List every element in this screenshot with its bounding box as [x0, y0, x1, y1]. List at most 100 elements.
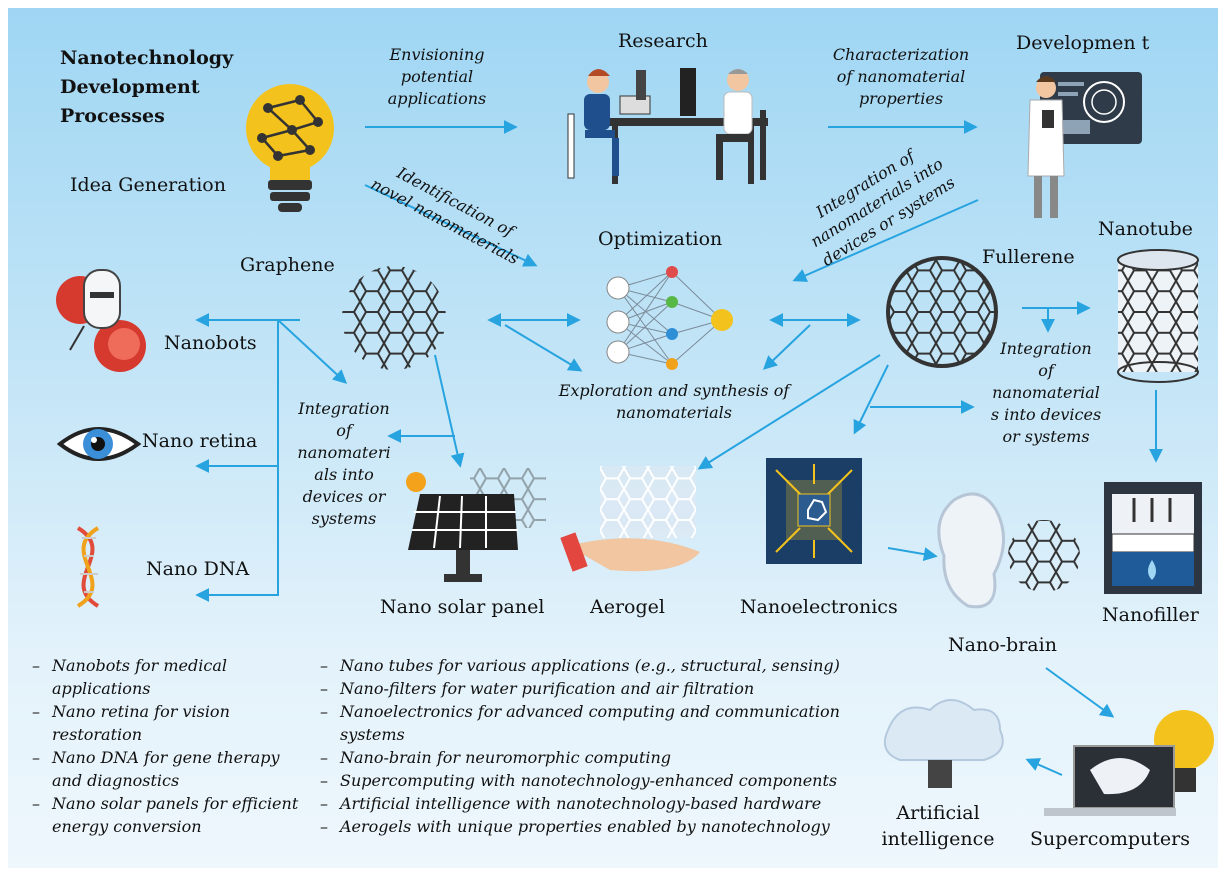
label-line: applications: [387, 89, 487, 108]
stage-research-label: Research: [618, 30, 708, 52]
label-line: nanomaterials: [615, 403, 733, 422]
list-item-text: restoration: [52, 725, 143, 744]
label-line: Characterization: [832, 45, 970, 64]
graphene-icon: [342, 266, 446, 370]
list-item-text: energy conversion: [52, 817, 202, 836]
list-item: –Nano retina for vision restoration: [32, 700, 322, 746]
bullet-dash: –: [320, 771, 328, 790]
label-characterization: Characterization of nanomaterial propert…: [826, 44, 976, 110]
list-item-text: Nanoelectronics for advanced computing a…: [340, 702, 840, 721]
arrow-graphene-exploration: [504, 324, 583, 372]
label-line: Envisioning: [389, 45, 485, 64]
label-line: properties: [858, 89, 944, 108]
label-envisioning: Envisioning potential applications: [385, 44, 489, 110]
label-line: s into devices: [990, 405, 1102, 424]
list-item-text: Supercomputing with nanotechnology-enhan…: [340, 771, 838, 790]
ai-label: Artificial intelligence: [870, 800, 1006, 852]
list-item: –Artificial intelligence with nanotechno…: [320, 792, 880, 815]
label-integration-right: Integration of nanomaterial s into devic…: [990, 338, 1102, 448]
label-line: of: [1038, 361, 1054, 380]
aerogel-label: Aerogel: [590, 596, 665, 618]
scientist-icon: [1027, 72, 1142, 218]
list-item: –Nanobots for medical applications: [32, 654, 322, 700]
bullet-dash: –: [320, 656, 328, 675]
nanobots-label: Nanobots: [164, 332, 257, 354]
label-line: systems: [311, 509, 377, 528]
label-line: Integration: [1000, 339, 1092, 358]
lightbulb-icon: [246, 84, 334, 212]
list-item-text: systems: [340, 725, 405, 744]
title-line: Processes: [60, 105, 165, 127]
arrow-development-optimization: [792, 199, 979, 282]
bullet-dash: –: [320, 748, 328, 767]
graphene-label: Graphene: [240, 254, 335, 276]
arrow-graphene-left-bus: [195, 319, 300, 602]
nano-dna-label: Nano DNA: [146, 558, 250, 580]
nano-retina-label: Nano retina: [142, 430, 258, 452]
list-item: –Aerogels with unique properties enabled…: [320, 815, 880, 838]
supercomputers-label: Supercomputers: [1030, 828, 1190, 850]
list-item-text: Artificial intelligence with nanotechnol…: [340, 794, 822, 813]
label-line: potential: [400, 67, 474, 86]
nanofiller-icon: [1104, 482, 1202, 594]
bullet-list-right: –Nano tubes for various applications (e.…: [320, 654, 880, 838]
arrows: [195, 120, 1163, 776]
eye-icon: [56, 427, 142, 461]
fullerene-label: Fullerene: [982, 246, 1075, 268]
arrow-brain-supercomputers: [1045, 667, 1115, 718]
title-line: Development: [60, 76, 200, 98]
nanofiller-label: Nanofiller: [1102, 604, 1199, 626]
list-item-text: Nano DNA for gene therapy: [52, 748, 280, 767]
bullet-dash: –: [32, 656, 40, 675]
list-item: –Nanoelectronics for advanced computing …: [320, 700, 880, 746]
stage-optimization-label: Optimization: [598, 228, 723, 250]
arrow-graphene-solar: [434, 354, 465, 468]
label-line: devices or: [302, 487, 386, 506]
arrow-fullerene-exploration: [762, 324, 811, 370]
nano-brain-label: Nano-brain: [948, 634, 1057, 656]
bullet-dash: –: [320, 817, 328, 836]
bullet-dash: –: [32, 748, 40, 767]
list-item: –Nano-filters for water purification and…: [320, 677, 880, 700]
list-item-text: Nano-brain for neuromorphic computing: [340, 748, 672, 767]
aerogel-icon: [560, 466, 700, 572]
stage-idea-label: Idea Generation: [70, 174, 226, 196]
label-exploration: Exploration and synthesis of nanomateria…: [548, 380, 800, 424]
list-item: –Nano tubes for various applications (e.…: [320, 654, 880, 677]
label-line: Exploration and synthesis of: [558, 381, 790, 400]
list-item-text: Nano tubes for various applications (e.g…: [340, 656, 840, 675]
label-line: Artificial: [896, 802, 980, 824]
arrow-fullerene-aerogel: [697, 354, 881, 470]
nanotube-label: Nanotube: [1098, 218, 1193, 240]
label-line: or systems: [1002, 427, 1090, 446]
list-item-text: applications: [52, 679, 151, 698]
brain-icon: [937, 492, 1080, 609]
ai-icon: [884, 699, 1004, 788]
bullet-dash: –: [320, 702, 328, 721]
chip-icon: [766, 458, 862, 564]
bullet-dash: –: [320, 679, 328, 698]
list-item-text: Aerogels with unique properties enabled …: [340, 817, 830, 836]
solar-panel-icon: [406, 468, 546, 582]
label-line: of: [336, 421, 352, 440]
list-item-text: Nanobots for medical: [52, 656, 227, 675]
label-line: nanomateri: [297, 443, 391, 462]
list-item-text: Nano retina for vision: [52, 702, 230, 721]
title-line: Nanotechnology: [60, 47, 234, 69]
neural-network-icon: [606, 266, 733, 370]
label-line: of nanomaterial: [836, 67, 966, 86]
diagram-title: Nanotechnology Development Processes: [60, 44, 233, 131]
list-item: –Supercomputing with nanotechnology-enha…: [320, 769, 880, 792]
bullet-dash: –: [32, 702, 40, 721]
solar-panel-label: Nano solar panel: [380, 596, 545, 618]
label-line: Integration: [298, 399, 390, 418]
nanoelectronics-label: Nanoelectronics: [740, 596, 898, 618]
label-line: als into: [314, 465, 374, 484]
label-line: intelligence: [881, 828, 995, 850]
arrow-supercomputers-ai: [1025, 758, 1063, 776]
fullerene-icon: [886, 256, 998, 368]
